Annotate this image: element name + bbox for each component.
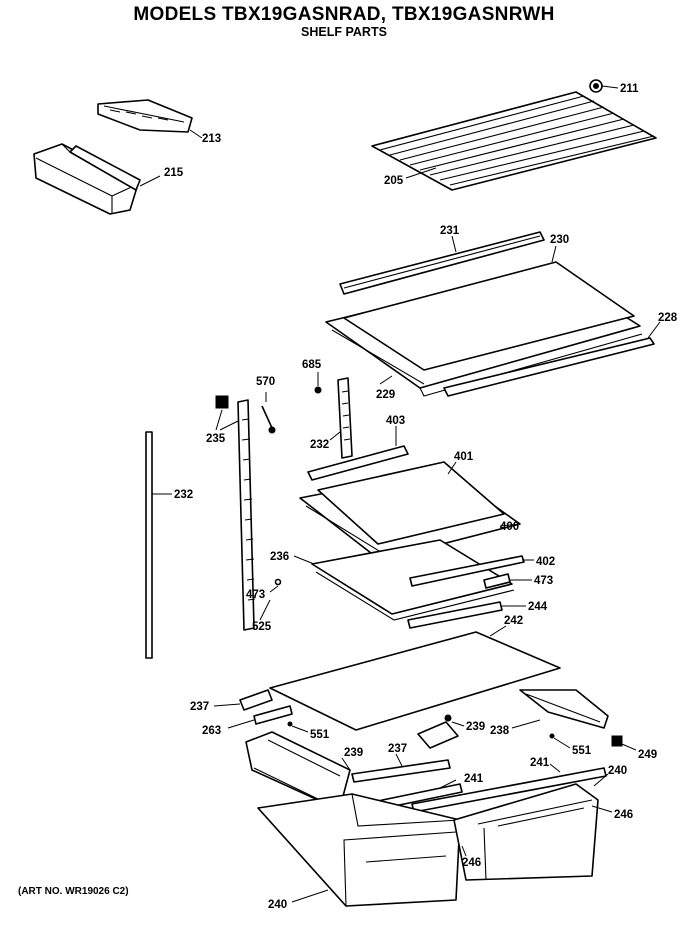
art-number: (ART NO. WR19026 C2) (18, 886, 129, 897)
callout-400: 400 (500, 521, 519, 533)
part-232-shelf-ladder-left (145, 431, 172, 659)
diagram-title: MODELS TBX19GASNRAD, TBX19GASNRWH (133, 4, 555, 25)
callout-237-left: 237 (190, 701, 209, 713)
part-242-crisper-cover-glass (269, 625, 561, 731)
part-235-bracket-clip (215, 395, 241, 431)
callout-205: 205 (384, 175, 404, 187)
part-232-shelf-ladder-long (237, 399, 256, 631)
callout-525: 525 (252, 621, 272, 633)
callout-229: 229 (376, 389, 395, 401)
callout-240-left: 240 (268, 899, 287, 911)
callout-246-right: 246 (614, 809, 633, 821)
callout-551-right: 551 (572, 745, 592, 757)
part-249-clip (611, 735, 637, 751)
part-685-screw (314, 372, 322, 394)
callout-239-left: 239 (344, 747, 363, 759)
callout-685: 685 (302, 359, 322, 371)
callout-238: 238 (490, 725, 510, 737)
part-211-shelf-stop (589, 79, 619, 93)
callout-263: 263 (202, 725, 221, 737)
part-228-front-trim (443, 321, 661, 397)
part-237-cover-frame-left (213, 689, 273, 711)
part-239-pan-support (245, 731, 351, 801)
part-525-screw (259, 599, 271, 621)
callout-403: 403 (386, 415, 405, 427)
part-401-glass-shelf (317, 461, 505, 545)
part-239-center-bracket (417, 714, 465, 749)
callout-242: 242 (504, 615, 523, 627)
callout-241-left: 241 (464, 773, 484, 785)
callout-232-short: 232 (310, 439, 329, 451)
part-231-shelf-trim (339, 231, 545, 295)
part-213-egg-tray (97, 99, 203, 139)
part-240-crisper-pan-right (453, 773, 609, 881)
part-230-glass-shelf (343, 245, 635, 371)
part-237-divider (351, 753, 451, 783)
part-473-rail-end (269, 573, 532, 593)
part-246-drawer-trim (461, 805, 613, 857)
callout-237-divider: 237 (388, 743, 407, 755)
part-570-screw (261, 392, 276, 434)
callout-232-long: 232 (174, 489, 193, 501)
callout-551-left: 551 (310, 729, 330, 741)
part-402-slide-rail (409, 555, 534, 587)
callout-235: 235 (206, 433, 226, 445)
callout-570: 570 (256, 376, 275, 388)
part-403-shelf-trim (307, 426, 409, 481)
part-240-crisper-pan-left (257, 793, 461, 907)
callout-239-center: 239 (466, 721, 485, 733)
callout-215: 215 (164, 167, 184, 179)
part-238-cover-frame-right (511, 689, 609, 729)
callout-249: 249 (638, 749, 657, 761)
callout-240-right: 240 (608, 765, 627, 777)
callout-230: 230 (550, 234, 569, 246)
callout-241-right: 241 (530, 757, 550, 769)
callout-244: 244 (528, 601, 548, 613)
part-215-door-bin (33, 143, 161, 215)
callout-231: 231 (440, 225, 460, 237)
callout-211: 211 (620, 83, 639, 95)
diagram-subtitle: SHELF PARTS (301, 25, 387, 39)
part-244-shelf-trim (407, 601, 526, 629)
callout-402: 402 (536, 556, 555, 568)
callout-213: 213 (202, 133, 221, 145)
callout-473-left: 473 (246, 589, 265, 601)
part-551-screw-left (287, 721, 309, 733)
part-263-support (227, 705, 293, 729)
callout-246-left: 246 (462, 857, 481, 869)
part-232-shelf-ladder-short (329, 377, 353, 459)
callout-401: 401 (454, 451, 474, 463)
callout-228: 228 (658, 312, 678, 324)
part-205-wire-shelf (371, 91, 657, 191)
callout-473-right: 473 (534, 575, 553, 587)
callout-236: 236 (270, 551, 289, 563)
part-551-screw-right (549, 733, 571, 749)
